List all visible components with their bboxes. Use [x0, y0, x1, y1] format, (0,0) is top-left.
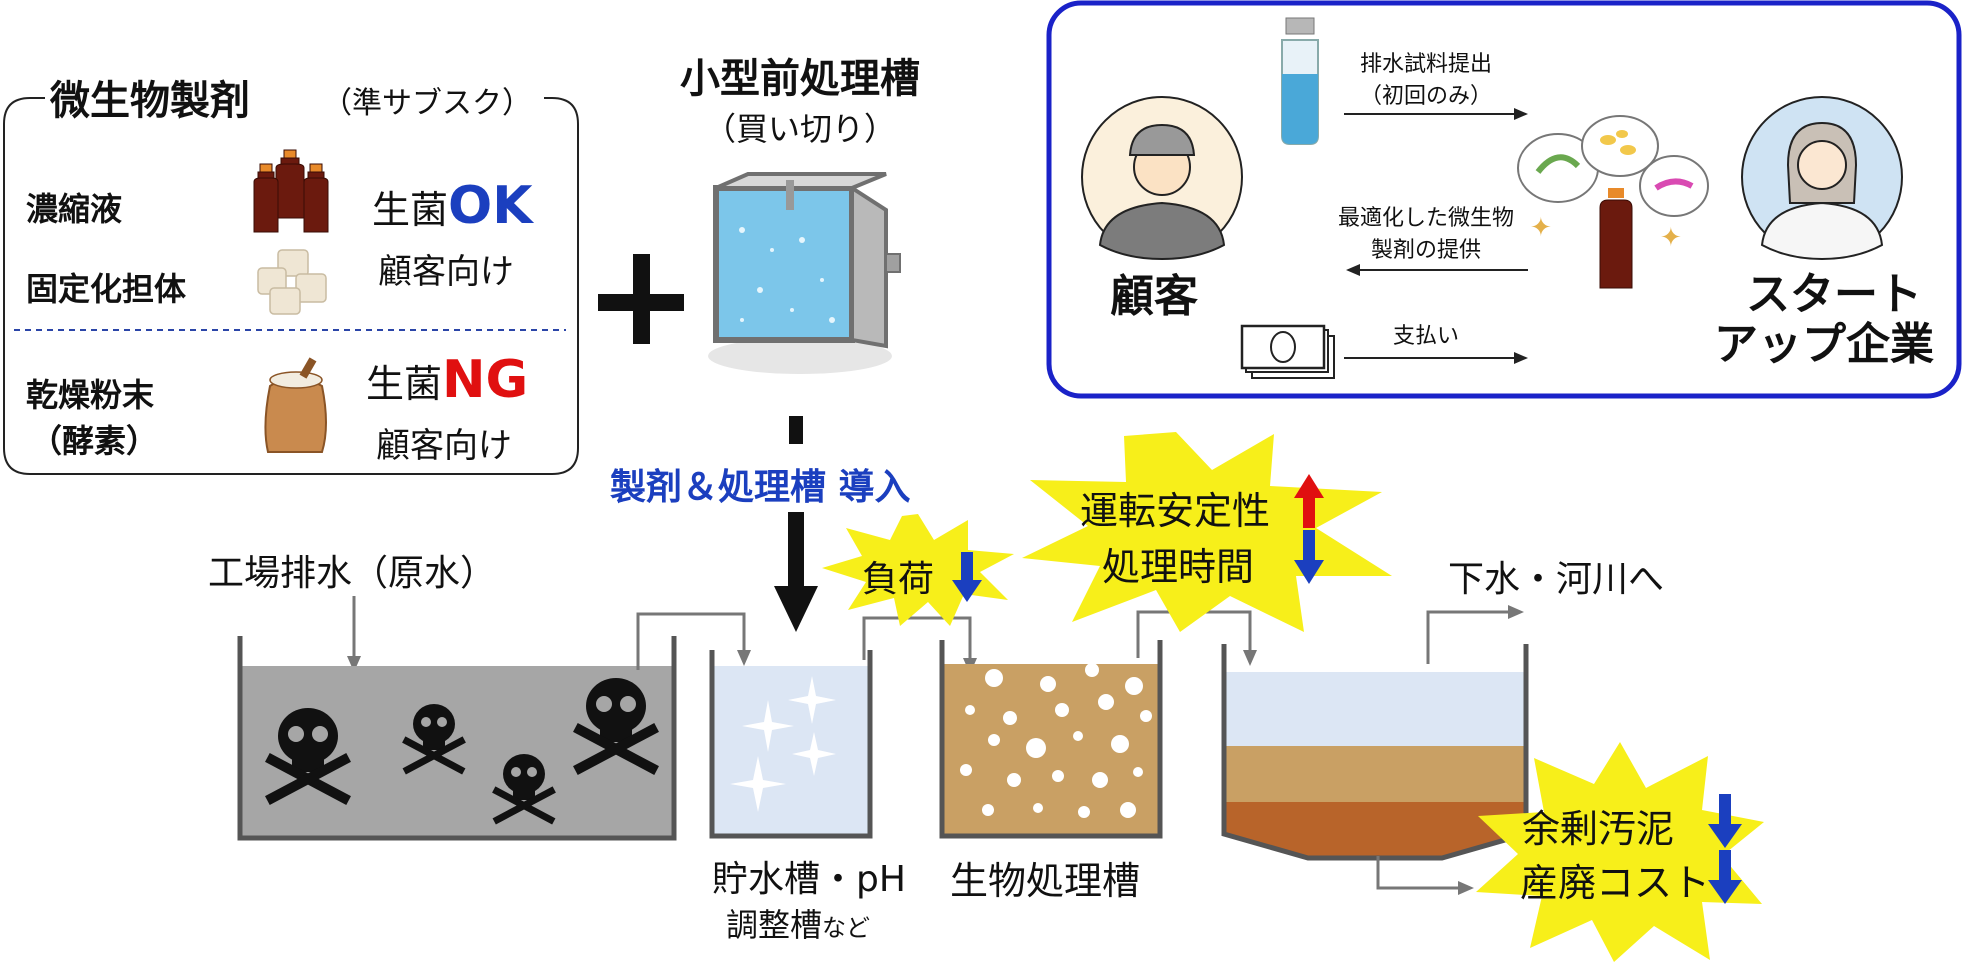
bio-tank-label: 生物処理槽 [950, 859, 1141, 903]
flow2-arrow [1346, 264, 1528, 276]
flow3-arrow [1344, 352, 1528, 364]
flow1-line1: 排水試料提出 [1359, 52, 1492, 77]
business-panel-frame [1046, 0, 1962, 399]
raw-water-label: 工場排水（原水） [208, 553, 497, 594]
sludge-outlet-arrow [1376, 856, 1474, 895]
stability-up-arrow [1294, 474, 1324, 528]
storage-tank-label-line1: 貯水槽・pH [712, 859, 906, 900]
sample-vial-icon [1281, 17, 1319, 145]
load-starburst [822, 514, 1014, 626]
carrier-cubes-icon [257, 249, 327, 315]
plus-sign [598, 254, 684, 344]
startup-label-line2: アップ企業 [1714, 319, 1934, 370]
skull-icon [573, 678, 659, 776]
item-immobilized-carrier: 固定化担体 [26, 270, 187, 308]
processing-time-label: 処理時間 [1102, 545, 1255, 589]
customer-avatar-icon [1081, 96, 1243, 261]
ng-audience: 顧客向け [376, 426, 512, 466]
discharge-label: 下水・河川へ [1448, 559, 1665, 600]
powder-sack-icon [264, 357, 327, 453]
stability-starburst [1022, 432, 1392, 632]
ng-group-label: 生菌NG [366, 350, 528, 410]
sludge-starburst [1476, 742, 1764, 962]
processing-time-down-arrow [1294, 530, 1324, 584]
product-subtitle: （準サブスク） [322, 86, 532, 121]
clarifier-tank [1221, 644, 1529, 861]
ng-prefix: 生菌 [366, 362, 443, 406]
introduction-arrow [774, 512, 818, 632]
svg-text:✦: ✦ [1660, 223, 1682, 253]
flow1-line2: （初回のみ） [1359, 84, 1492, 109]
tank-subtitle: （買い切り） [703, 110, 896, 148]
svg-text:✦: ✦ [1530, 213, 1552, 243]
storage-tank [709, 650, 873, 839]
bio-treatment-tank [939, 640, 1163, 839]
raw-water-inlet-arrow [347, 596, 361, 672]
ok-status: OK [448, 176, 533, 236]
money-icon [1240, 324, 1335, 379]
item-dry-powder-enzyme: （酵素） [30, 422, 159, 460]
introduction-label: 製剤＆処理槽 導入 [610, 467, 911, 508]
storage-tank-name: 調整槽 [726, 906, 823, 944]
disposal-cost-label: 産廃コスト [1520, 861, 1711, 905]
load-down-arrow [952, 552, 982, 602]
flow3-label: 支払い [1392, 324, 1459, 349]
pipe-raw-to-storage [636, 612, 751, 670]
tank-title: 小型前処理槽 [680, 56, 920, 102]
skull-icon [402, 704, 466, 775]
item-dry-powder: 乾燥粉末 [26, 376, 155, 414]
product-title: 微生物製剤 [50, 78, 250, 124]
storage-tank-etc: など [822, 914, 871, 942]
dashed-connector [789, 416, 803, 444]
ok-group-label: 生菌OK [372, 176, 533, 236]
ng-status: NG [442, 350, 529, 410]
pretreatment-tank-icon [708, 172, 901, 374]
ok-audience: 顧客向け [378, 252, 514, 292]
storage-tank-label-line2: 調整槽など [726, 900, 870, 946]
flow2-line1: 最適化した微生物 [1337, 206, 1514, 231]
stability-label: 運転安定性 [1080, 489, 1271, 533]
product-panel-frame [3, 97, 579, 475]
clarifier-outlet-arrow [1426, 605, 1524, 664]
microbe-product-icon: ✦ ✦ [1517, 115, 1709, 289]
bottles-icon [253, 149, 329, 233]
item-concentrate: 濃縮液 [26, 190, 123, 228]
skull-icon [492, 754, 556, 825]
ok-prefix: 生菌 [372, 188, 449, 232]
disposal-cost-down-arrow [1708, 850, 1742, 904]
flow2-line2: 製剤の提供 [1370, 238, 1481, 263]
excess-sludge-label: 余剰汚泥 [1522, 807, 1675, 851]
skull-icon [265, 708, 351, 806]
excess-sludge-down-arrow [1708, 794, 1742, 848]
load-label: 負荷 [862, 559, 935, 600]
startup-label-line1: スタート [1746, 269, 1922, 320]
startup-avatar-icon [1741, 96, 1903, 261]
customer-label: 顧客 [1110, 271, 1198, 322]
flow1-arrow [1344, 108, 1528, 120]
